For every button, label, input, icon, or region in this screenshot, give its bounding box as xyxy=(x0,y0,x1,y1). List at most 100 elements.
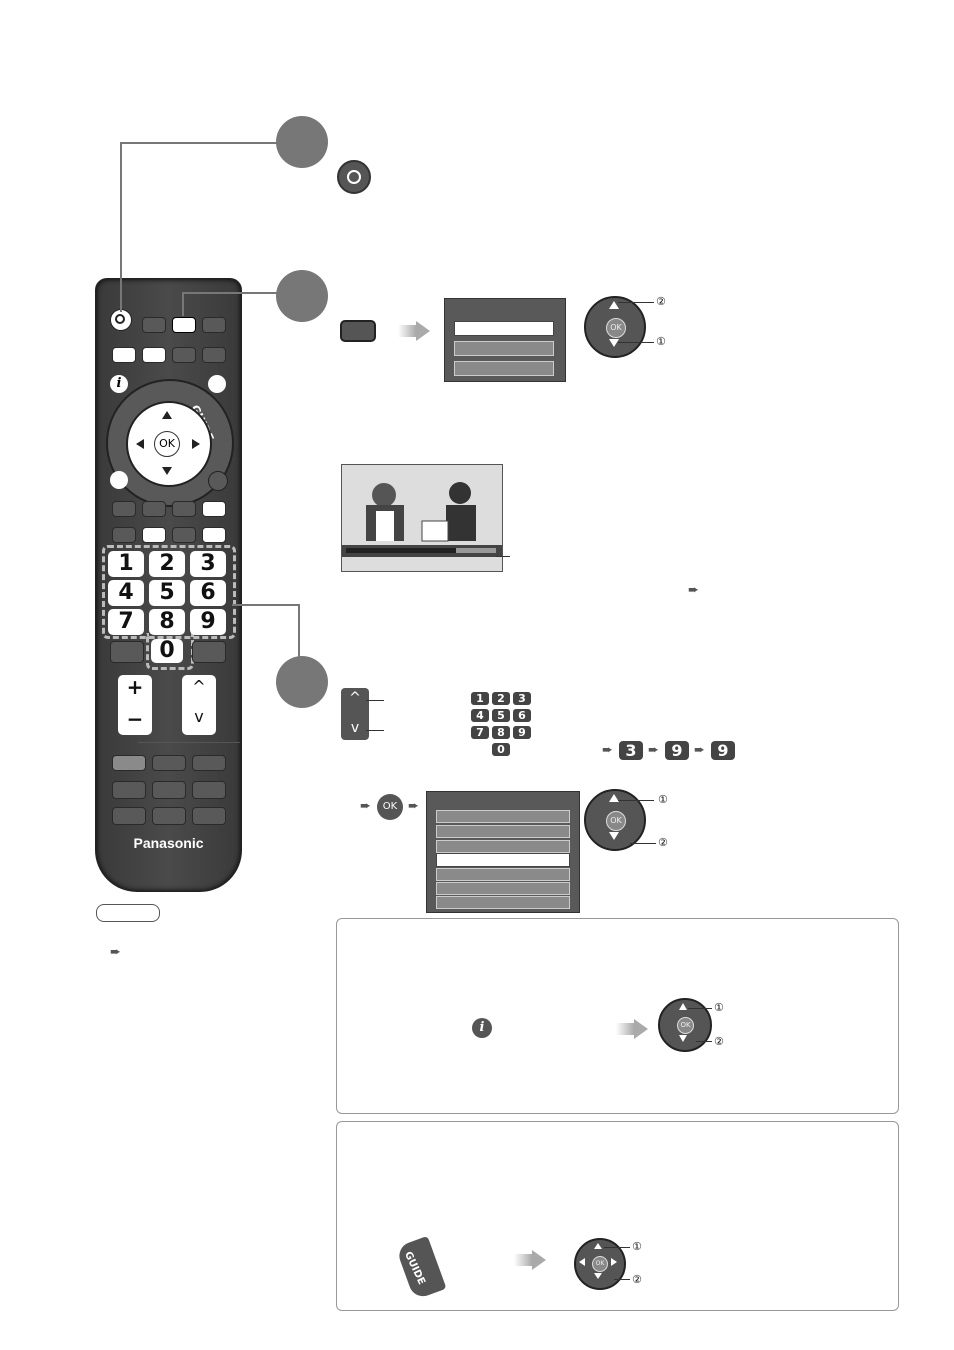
number-key[interactable]: 7 xyxy=(108,609,144,635)
up-arrow-icon xyxy=(679,1003,687,1010)
ok-button: OK xyxy=(592,1256,608,1272)
number-key[interactable]: 8 xyxy=(149,609,185,635)
pointer-line xyxy=(696,1041,712,1042)
ok-button[interactable]: OK xyxy=(154,431,180,457)
channel-rocker[interactable] xyxy=(182,675,216,735)
remote-button[interactable] xyxy=(152,807,186,825)
up-arrow-icon xyxy=(609,794,619,802)
reference-arrow-icon: ➨ xyxy=(688,583,699,598)
number-key-illustration: 3 xyxy=(513,692,531,705)
remote-button[interactable] xyxy=(112,755,146,771)
connector-line xyxy=(182,292,278,294)
number-key-illustration: 4 xyxy=(471,709,489,722)
remote-button[interactable] xyxy=(110,641,144,663)
remote-button[interactable] xyxy=(112,527,136,543)
connector-line xyxy=(232,604,300,606)
info-button-illustration: i xyxy=(472,1018,492,1038)
remote-button[interactable] xyxy=(202,527,226,543)
remote-button[interactable] xyxy=(152,755,186,771)
menu-item[interactable] xyxy=(454,361,554,376)
remote-button[interactable] xyxy=(202,347,226,363)
number-key[interactable]: 6 xyxy=(190,580,226,606)
remote-control: i GUIDE OK 1 2 3 4 5 6 7 8 9 0 + − ^ v P… xyxy=(95,278,242,892)
marker-1: ① xyxy=(656,335,666,348)
pointer-line xyxy=(630,843,656,844)
remote-button[interactable] xyxy=(142,501,166,517)
volume-rocker[interactable] xyxy=(118,675,152,735)
menu-button[interactable] xyxy=(172,317,196,333)
number-key-illustration: 2 xyxy=(492,692,510,705)
remote-button[interactable] xyxy=(202,501,226,517)
remote-button[interactable] xyxy=(208,471,228,491)
remote-button[interactable] xyxy=(112,501,136,517)
number-key[interactable]: 2 xyxy=(149,551,185,577)
remote-button[interactable] xyxy=(192,755,226,771)
number-key[interactable]: 9 xyxy=(190,609,226,635)
remote-button[interactable] xyxy=(142,347,166,363)
power-button[interactable] xyxy=(110,309,132,331)
remote-button[interactable] xyxy=(110,471,128,489)
remote-button[interactable] xyxy=(152,781,186,799)
pointer-line xyxy=(618,302,654,303)
remote-button[interactable] xyxy=(192,641,226,663)
remote-button[interactable] xyxy=(172,501,196,517)
remote-button[interactable] xyxy=(112,781,146,799)
down-arrow-icon xyxy=(679,1035,687,1042)
remote-button[interactable] xyxy=(192,807,226,825)
pointer-line xyxy=(618,800,654,801)
left-arrow-icon xyxy=(136,439,144,449)
number-key[interactable]: 4 xyxy=(108,580,144,606)
connector-line xyxy=(120,142,278,144)
list-item[interactable] xyxy=(436,868,570,881)
list-item-selected[interactable] xyxy=(436,853,570,867)
power-button-illustration xyxy=(337,160,371,194)
list-item[interactable] xyxy=(436,810,570,823)
grey-arrow-head xyxy=(634,1019,648,1039)
reference-arrow-icon: ➨ xyxy=(360,799,371,814)
remote-button[interactable] xyxy=(112,807,146,825)
remote-button[interactable] xyxy=(202,317,226,333)
connector-line xyxy=(120,142,122,312)
channel-rocker-illustration xyxy=(341,688,369,740)
list-item[interactable] xyxy=(436,840,570,853)
reference-arrow-icon: ➨ xyxy=(110,945,121,960)
channel-down-label: v xyxy=(194,707,204,726)
right-arrow-icon xyxy=(611,1258,617,1266)
number-key[interactable]: 5 xyxy=(149,580,185,606)
remote-button[interactable] xyxy=(142,527,166,543)
connector-line xyxy=(298,604,300,658)
info-button[interactable]: i xyxy=(110,375,128,393)
number-key[interactable]: 0 xyxy=(151,639,183,663)
up-arrow-icon xyxy=(162,411,172,419)
list-item[interactable] xyxy=(436,825,570,838)
example-key: 9 xyxy=(711,741,735,760)
number-key-illustration: 8 xyxy=(492,726,510,739)
marker-1: ① xyxy=(632,1240,642,1253)
pointer-line xyxy=(618,342,654,343)
remote-button[interactable] xyxy=(172,527,196,543)
numeric-keys-area xyxy=(102,545,236,639)
menu-item[interactable] xyxy=(454,341,554,356)
grey-arrow-head xyxy=(532,1250,546,1270)
marker-2: ② xyxy=(658,836,668,849)
grey-arrow-head xyxy=(416,321,430,341)
remote-button[interactable] xyxy=(172,347,196,363)
down-arrow-icon xyxy=(609,339,619,347)
menu-button-illustration xyxy=(340,320,376,342)
channel-down-label: v xyxy=(350,720,360,736)
list-item[interactable] xyxy=(436,882,570,895)
down-arrow-icon xyxy=(162,467,172,475)
dpad-illustration: OK xyxy=(584,296,646,358)
input-button[interactable] xyxy=(112,347,136,363)
menu-item-selected[interactable] xyxy=(454,321,554,336)
marker-1: ① xyxy=(714,1001,724,1014)
number-key[interactable]: 3 xyxy=(190,551,226,577)
remote-button[interactable] xyxy=(142,317,166,333)
volume-down-label: − xyxy=(126,707,144,731)
list-item[interactable] xyxy=(436,896,570,909)
remote-button[interactable] xyxy=(208,375,226,393)
remote-button[interactable] xyxy=(192,781,226,799)
grey-arrow xyxy=(616,1023,634,1035)
number-key[interactable]: 1 xyxy=(108,551,144,577)
pointer-line xyxy=(366,700,384,701)
